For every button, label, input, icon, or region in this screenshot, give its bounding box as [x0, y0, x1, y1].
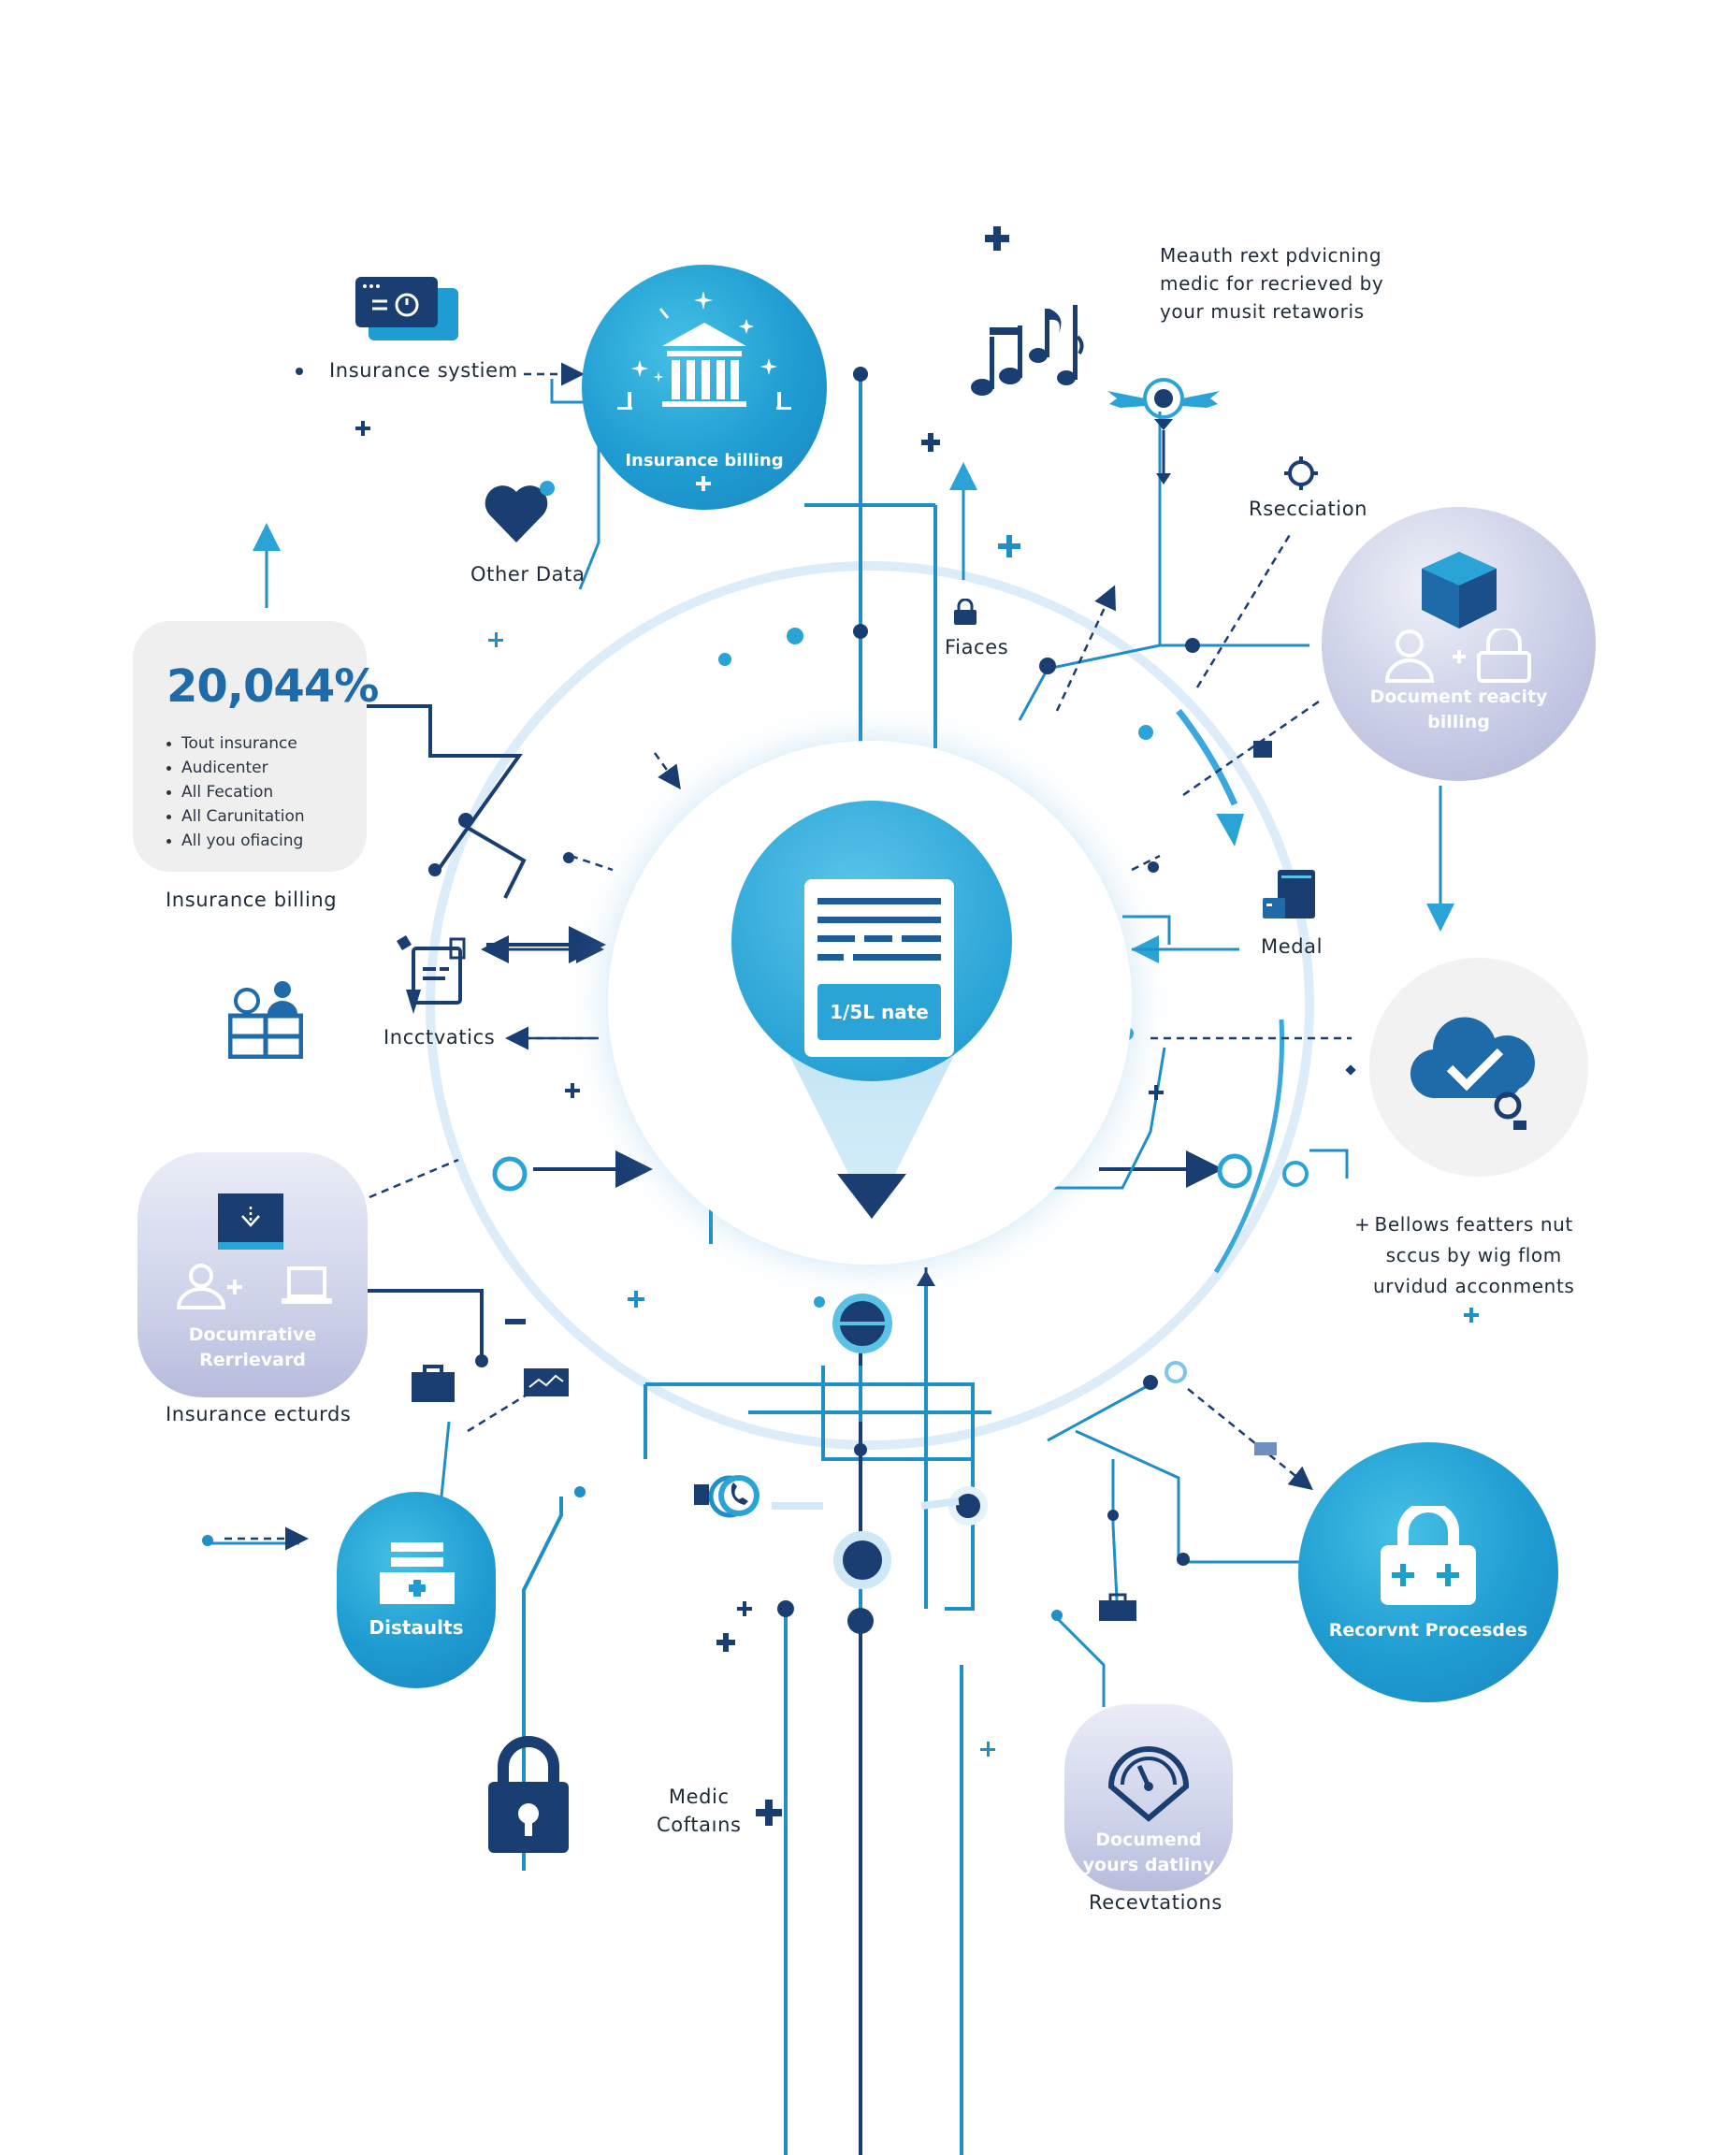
stat-list-item: All you ofiacing	[166, 829, 305, 853]
doc-badge: 1/5L nate	[817, 984, 941, 1040]
plus-icon	[980, 1742, 995, 1757]
label-rsecciation: Rsecciation	[1249, 498, 1368, 520]
node-document-reacity[interactable]: Document reacity billing	[1322, 507, 1596, 781]
label-medal: Medal	[1261, 935, 1324, 958]
node-insurance-billing[interactable]: Insurance billing	[582, 265, 827, 510]
node-document-reacity-caption: Document reacity billing	[1369, 687, 1548, 732]
orbit-arc-dark	[1176, 708, 1238, 806]
node-recorvnt-caption: Recorvnt Procesdes	[1328, 1620, 1528, 1641]
medical-kit-icon	[378, 1542, 456, 1613]
plus-icon	[921, 433, 940, 452]
stat-card: 20,044% Tout insurance Audicenter All Fe…	[133, 621, 379, 872]
plus-icon	[355, 421, 370, 436]
wing-emblem-icon	[1107, 372, 1220, 488]
server-icon	[1263, 870, 1317, 926]
stat-list-item: Audicenter	[166, 756, 305, 780]
lock-plus-icon	[1377, 1501, 1480, 1613]
marker-square	[1254, 1442, 1277, 1455]
plus-icon	[488, 632, 503, 647]
user-add-lock-icon	[1383, 626, 1542, 688]
users-icon	[176, 1263, 336, 1315]
node-documrative-caption: Documrative Rerrievard	[188, 1324, 317, 1370]
monitor-icon	[218, 1193, 285, 1255]
label-insurance-system: Insurance systiem	[329, 359, 518, 382]
briefcase-icon	[412, 1363, 455, 1406]
doc-line	[817, 935, 855, 942]
node-documrative[interactable]: Documrative Rerrievard	[137, 1152, 368, 1397]
plus-icon	[628, 1291, 644, 1308]
node-insurance-billing-caption: Insurance billing	[625, 451, 784, 470]
stat-list: Tout insurance Audicenter All Fecation A…	[166, 731, 305, 853]
stat-list-item: All Fecation	[166, 780, 305, 804]
plus-icon	[716, 1633, 735, 1652]
chart-card-icon	[524, 1368, 569, 1400]
node-distaults[interactable]: Distaults	[337, 1492, 496, 1688]
cube-icon	[1422, 552, 1497, 632]
label-other-data: Other Data	[470, 563, 586, 586]
doc-line	[817, 917, 941, 923]
node-cloud-check[interactable]	[1369, 958, 1588, 1177]
plus-icon	[1464, 1308, 1479, 1323]
label-insurance-ecturds: Insurance ecturds	[166, 1403, 352, 1425]
bank-icon	[615, 285, 793, 429]
heart-icon	[484, 479, 558, 552]
plus-icon	[985, 226, 1009, 251]
marker-square	[1253, 741, 1272, 758]
people-desk-icon	[227, 980, 304, 1063]
plus-icon	[696, 476, 711, 495]
cloud-check-icon	[1409, 1005, 1540, 1139]
central-document[interactable]: 1/5L nate	[804, 879, 954, 1057]
note-bellows: + Bellows featters nut scсus by wig flom…	[1354, 1209, 1574, 1302]
bullet-dot	[296, 368, 303, 375]
label-incctvatics: Incctvatics	[383, 1026, 496, 1049]
node-distaults-caption: Distaults	[369, 1616, 464, 1639]
doc-line	[817, 898, 941, 904]
node-recorvnt[interactable]: Recorvnt Procesdes	[1298, 1442, 1558, 1702]
stat-value: 20,044%	[166, 660, 379, 713]
doc-line	[902, 935, 941, 942]
dash-marker	[505, 1319, 526, 1324]
node-documend-caption: Documend yours datliny	[1082, 1830, 1215, 1875]
padlock-icon	[486, 1735, 571, 1860]
orbit-ring	[426, 561, 1314, 1450]
plus-icon	[737, 1601, 752, 1616]
plus-icon	[565, 1083, 580, 1098]
stat-list-item: All Carunitation	[166, 804, 305, 829]
gauge-icon	[1104, 1738, 1194, 1826]
briefcase-small-icon	[1099, 1593, 1136, 1625]
music-notes-icon	[969, 299, 1087, 406]
stat-list-item: Tout insurance	[166, 731, 305, 756]
doc-line	[853, 954, 941, 961]
lock-small-icon	[951, 598, 979, 630]
document-edit-icon	[393, 933, 471, 1021]
node-documend[interactable]: Documend yours datliny	[1064, 1704, 1233, 1891]
gear-icon	[1284, 456, 1318, 494]
top-note: Meauth rext pdvicning medic for recrieve…	[1160, 244, 1384, 323]
label-fiaces: Fiaces	[945, 636, 1009, 658]
orbit-arc-right	[1213, 1019, 1285, 1274]
clock-card-icon	[355, 277, 460, 348]
pin-tip	[837, 1174, 906, 1219]
label-medic-coftains: Medic Coftaıns	[657, 1786, 742, 1836]
plus-icon	[998, 535, 1020, 557]
plus-icon	[756, 1800, 782, 1826]
label-insurance-billing: Insurance billing	[166, 889, 338, 911]
plus-icon: +	[1354, 1213, 1371, 1236]
doc-line	[817, 954, 844, 961]
doc-line	[864, 935, 892, 942]
label-recevtations: Recevtations	[1089, 1891, 1222, 1914]
phone-icon	[694, 1473, 761, 1526]
plus-icon	[1149, 1085, 1164, 1100]
